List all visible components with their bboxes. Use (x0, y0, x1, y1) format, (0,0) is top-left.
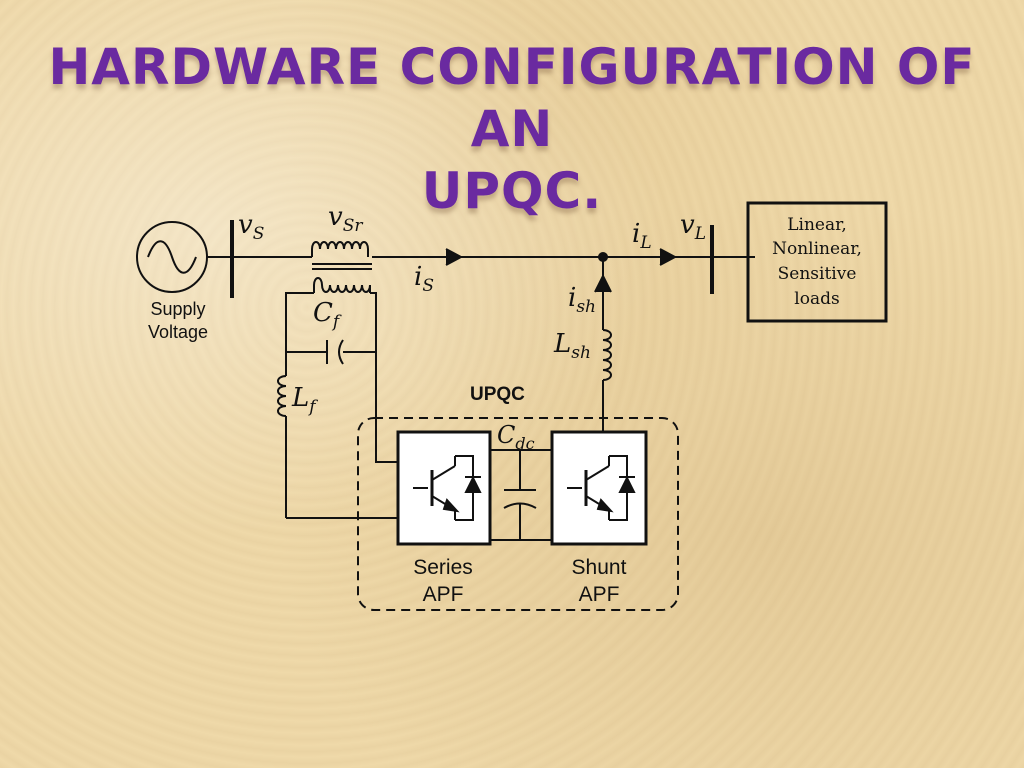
arrow-il-icon (659, 248, 678, 266)
il-subscript: L (639, 233, 651, 253)
lf-label: L (291, 383, 309, 413)
cdc-subscript: dc (515, 434, 534, 453)
inductor-lsh-icon (602, 329, 612, 381)
arrow-is-icon (415, 248, 464, 266)
ish-subscript: sh (576, 297, 596, 317)
vsr-label: v (328, 202, 343, 232)
vs-subscript: S (253, 224, 265, 244)
load-label-line-1: Linear, (787, 215, 847, 235)
load-label-line-4: loads (794, 289, 839, 309)
svg-text:iS: iS (414, 262, 434, 296)
svg-text:ish: ish (568, 283, 596, 317)
svg-text:vSr: vSr (328, 202, 363, 236)
load-label-line-2: Nonlinear, (772, 239, 862, 259)
inductor-lf-icon (277, 352, 287, 518)
il-label: i (632, 219, 640, 249)
supply-label-line-1: Supply (150, 299, 205, 319)
svg-text:Lf: Lf (291, 383, 318, 417)
svg-text:iL: iL (632, 219, 652, 253)
cdc-label: C (497, 421, 515, 449)
vl-subscript: L (694, 224, 706, 244)
igbt-series-icon (413, 455, 482, 521)
load-box (746, 201, 888, 323)
capacitor-cdc-icon (503, 450, 537, 540)
svg-text:Cdc: Cdc (497, 421, 535, 453)
is-subscript: S (422, 276, 434, 296)
upqc-boundary (357, 417, 679, 611)
is-label: i (414, 262, 422, 292)
lf-subscript: f (307, 397, 318, 417)
cf-label: C (313, 298, 333, 328)
capacitor-cf-icon (326, 339, 344, 365)
upqc-label: UPQC (470, 384, 525, 405)
lsh-subscript: sh (571, 343, 591, 363)
svg-text:vL: vL (680, 210, 706, 244)
igbt-shunt-icon (567, 455, 636, 521)
supply-label-line-2: Voltage (148, 322, 208, 342)
svg-text:Cf: Cf (313, 298, 342, 332)
shunt-apf-label-line-2: APF (579, 583, 620, 606)
series-apf-label-line-2: APF (423, 583, 464, 606)
svg-text:Lsh: Lsh (553, 329, 591, 363)
slide-title-line-2: UPQC. (421, 162, 603, 220)
vl-label: v (680, 210, 695, 240)
load-label-line-3: Sensitive (778, 264, 857, 284)
series-apf-label-line-1: Series (413, 556, 473, 579)
cf-subscript: f (331, 312, 342, 332)
shunt-apf-label-line-1: Shunt (572, 556, 627, 579)
slide-title-line-1: HARDWARE CONFIGURATION OF AN (48, 38, 976, 158)
lsh-label: L (553, 329, 571, 359)
vs-label: v (238, 210, 253, 240)
vsr-subscript: Sr (343, 216, 364, 236)
ish-label: i (568, 283, 576, 313)
svg-text:vS: vS (238, 210, 264, 244)
arrow-ish-icon (594, 273, 612, 293)
slide-title: HARDWARE CONFIGURATION OF AN UPQC. (0, 36, 1024, 222)
series-transformer-icon (311, 241, 372, 293)
